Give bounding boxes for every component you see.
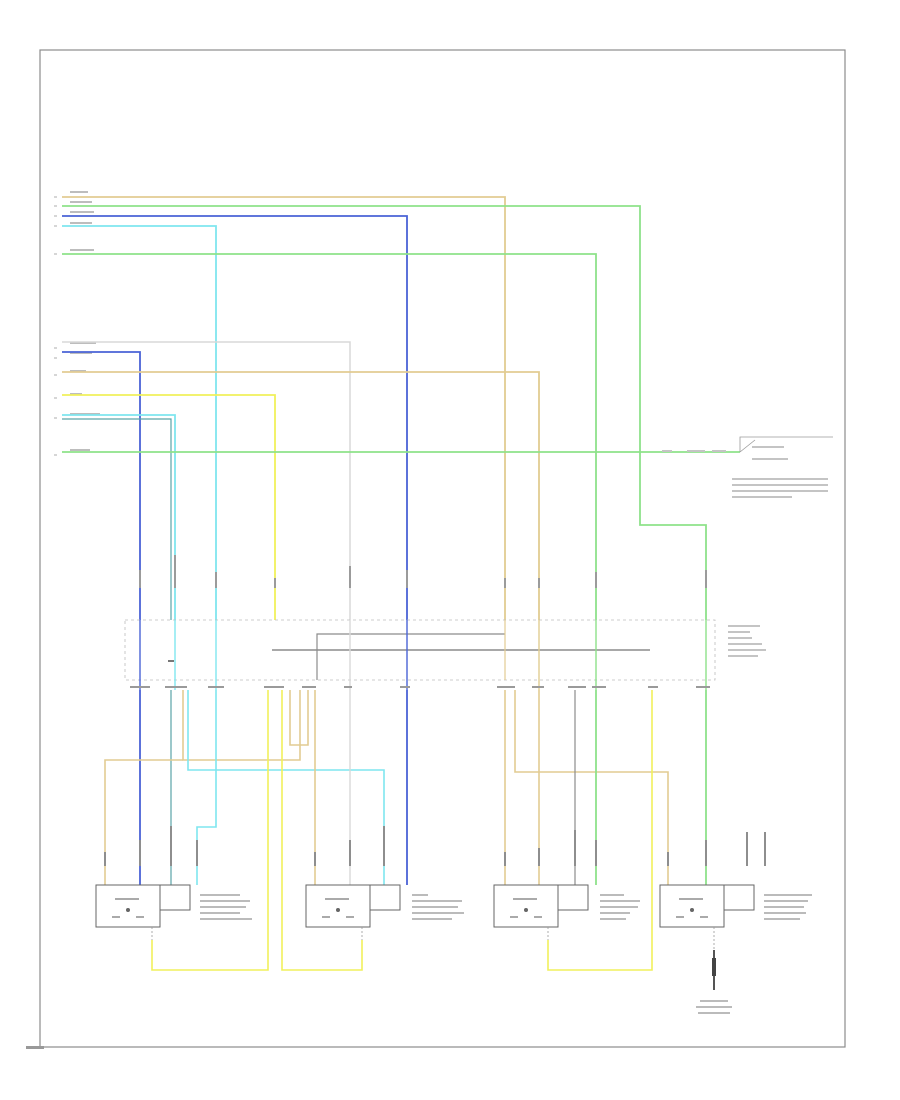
diagram-frame bbox=[39, 49, 846, 1048]
vertical-wire-labels bbox=[139, 555, 707, 588]
wire-white bbox=[62, 341, 351, 620]
lower-wire-tan-4 bbox=[504, 690, 669, 885]
component-connector-labels bbox=[104, 826, 766, 866]
wire-cyan-top bbox=[62, 225, 217, 620]
lower-wire-yellow-2 bbox=[547, 690, 653, 971]
wire-green-mid bbox=[62, 253, 597, 620]
lower-wire-cyan-3 bbox=[196, 690, 217, 885]
wire-cyan-lower bbox=[62, 414, 176, 620]
ground-symbol bbox=[696, 950, 732, 1014]
sheet-reference-mark bbox=[26, 1046, 44, 1049]
junction-block bbox=[124, 619, 716, 681]
component-c3 bbox=[493, 884, 640, 928]
junction-pin-labels bbox=[130, 686, 710, 688]
wire-label-marks bbox=[70, 191, 100, 451]
junction-block-label bbox=[728, 625, 766, 657]
lower-wire-tan-3 bbox=[289, 690, 309, 746]
lower-wire-cyan-2 bbox=[187, 690, 385, 885]
component-c2 bbox=[305, 884, 464, 928]
component-internal-traces bbox=[151, 927, 715, 950]
lower-wire-tan-1 bbox=[104, 690, 301, 885]
wire-tan-top bbox=[62, 196, 506, 620]
component-c4 bbox=[659, 884, 812, 928]
junction-pass-wires bbox=[139, 620, 707, 690]
wire-blue-lower bbox=[62, 351, 141, 620]
reference-bracket bbox=[739, 436, 833, 453]
wire-dkcyan-lower bbox=[62, 418, 172, 620]
wire-blue-top bbox=[62, 215, 408, 620]
lower-wire-yellow-pair bbox=[151, 690, 363, 971]
wire-number-column bbox=[54, 196, 57, 456]
reference-text-marks bbox=[662, 446, 828, 498]
wire-yellow bbox=[62, 394, 276, 620]
wire-green-top bbox=[62, 205, 707, 620]
wire-tan-lower bbox=[62, 371, 540, 620]
component-c1 bbox=[95, 884, 252, 928]
